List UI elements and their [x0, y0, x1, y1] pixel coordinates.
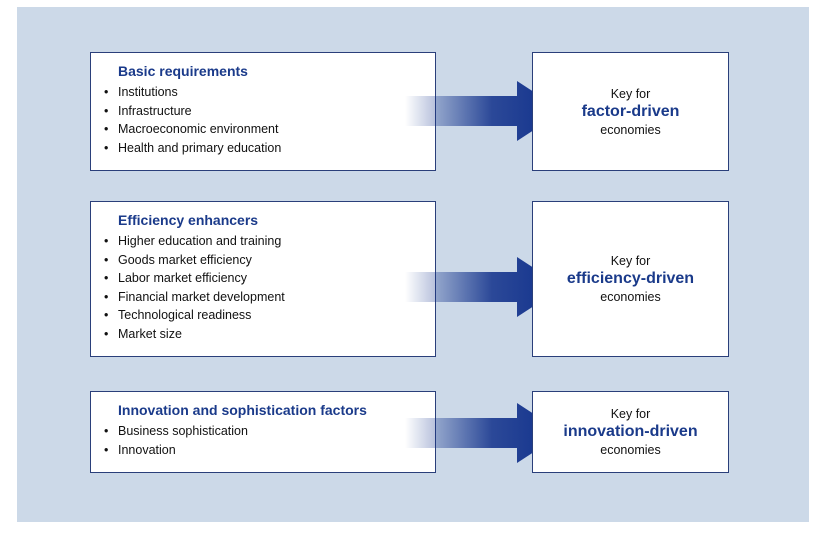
list-item: Technological readiness: [104, 306, 425, 325]
stage-box-efficiency-driven: Key for efficiency-driven economies: [532, 201, 729, 357]
list-item: Business sophistication: [104, 422, 425, 441]
key-label: Key for: [610, 86, 651, 101]
factor-list: Business sophistication Innovation: [104, 422, 425, 460]
economies-label: economies: [600, 443, 661, 457]
factor-list: Higher education and training Goods mark…: [104, 232, 425, 344]
group-heading: Innovation and sophistication factors: [118, 402, 367, 418]
list-item: Infrastructure: [104, 102, 425, 121]
list-item: Macroeconomic environment: [104, 120, 425, 139]
list-item: Health and primary education: [104, 139, 425, 158]
group-heading: Basic requirements: [118, 63, 248, 79]
right-arrow-icon: [405, 403, 563, 463]
right-arrow-icon: [405, 81, 563, 141]
list-item: Goods market efficiency: [104, 251, 425, 270]
stage-box-factor-driven: Key for factor-driven economies: [532, 52, 729, 171]
factor-list: Institutions Infrastructure Macroeconomi…: [104, 83, 425, 158]
diagram-panel: Basic requirements Institutions Infrastr…: [17, 7, 809, 522]
enhancers-box: Efficiency enhancers Higher education an…: [90, 201, 436, 357]
group-heading: Efficiency enhancers: [118, 212, 259, 228]
economies-label: economies: [600, 122, 661, 137]
stage-label: innovation-driven: [563, 423, 698, 440]
key-label: Key for: [610, 407, 651, 421]
requirements-box: Basic requirements Institutions Infrastr…: [90, 52, 436, 171]
list-item: Financial market development: [104, 288, 425, 307]
economies-label: economies: [600, 290, 661, 304]
list-item: Institutions: [104, 83, 425, 102]
stage-label: factor-driven: [581, 102, 680, 120]
stage-box-innovation-driven: Key for innovation-driven economies: [532, 391, 729, 473]
list-item: Market size: [104, 325, 425, 344]
list-item: Innovation: [104, 441, 425, 460]
list-item: Higher education and training: [104, 232, 425, 251]
stage-label: efficiency-driven: [566, 270, 695, 287]
innovation-box: Innovation and sophistication factors Bu…: [90, 391, 436, 473]
right-arrow-icon: [405, 257, 563, 317]
key-label: Key for: [610, 254, 651, 268]
list-item: Labor market efficiency: [104, 269, 425, 288]
